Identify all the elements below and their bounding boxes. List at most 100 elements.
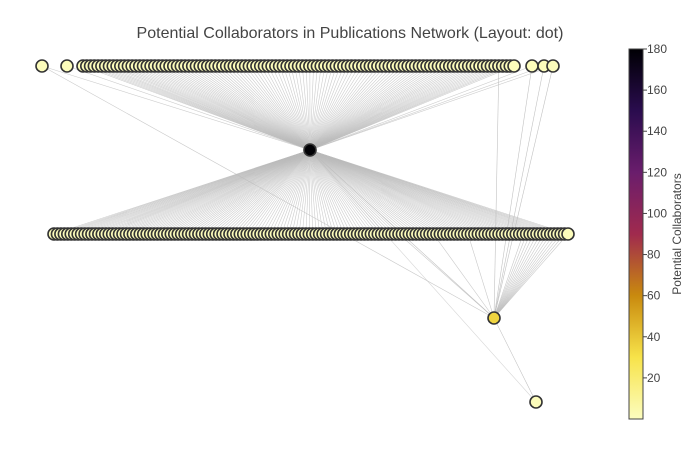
edge [493, 233, 562, 319]
edge [309, 65, 326, 151]
edge [288, 149, 311, 235]
edge [196, 65, 311, 151]
colorbar-tick-label: 100 [647, 206, 667, 220]
edge [309, 149, 324, 235]
edge [298, 65, 311, 151]
colorbar-gradient [628, 48, 644, 420]
edge [205, 149, 311, 235]
edge [309, 149, 334, 235]
edge [493, 65, 545, 319]
edge [493, 233, 565, 319]
edge [309, 149, 351, 235]
edge [309, 149, 372, 235]
edge [178, 149, 311, 235]
edge [309, 65, 364, 151]
edge [295, 149, 311, 235]
top-row-node [35, 59, 49, 73]
edge [309, 149, 382, 235]
edge [245, 65, 311, 151]
edge [171, 149, 311, 235]
edge [309, 149, 434, 235]
edge [309, 149, 407, 235]
edge [294, 65, 311, 151]
edge [309, 149, 413, 235]
edge [195, 149, 311, 235]
edge [283, 65, 311, 151]
edge [243, 149, 311, 235]
edge [309, 65, 401, 151]
edge [398, 233, 495, 319]
edge [305, 65, 311, 151]
edge [229, 149, 311, 235]
edge [309, 65, 533, 151]
edge [309, 65, 413, 151]
edge [309, 149, 569, 235]
secondary-hub-node [487, 311, 501, 325]
edge [309, 65, 450, 151]
edge [309, 149, 317, 235]
edge [222, 149, 311, 235]
edge [309, 65, 398, 151]
edge [260, 149, 311, 235]
edge [309, 65, 428, 151]
edge [286, 65, 311, 151]
edge [309, 149, 431, 235]
edge [309, 65, 356, 151]
edge [202, 149, 311, 235]
edge [308, 149, 311, 235]
edge [309, 149, 438, 235]
edge [493, 233, 531, 319]
edge [309, 149, 389, 235]
bottom-node [529, 395, 543, 409]
edge [226, 65, 311, 151]
edge [309, 65, 390, 151]
edge [493, 233, 555, 319]
edge [309, 149, 379, 235]
edge [166, 65, 311, 151]
edge [240, 149, 311, 235]
edge [309, 149, 338, 235]
edge [493, 233, 558, 319]
top-row-node [60, 59, 74, 73]
edge [309, 65, 348, 151]
edge [309, 65, 337, 151]
edge [184, 149, 311, 235]
edge [309, 65, 515, 151]
edge [309, 65, 424, 151]
edge [249, 65, 311, 151]
edge [200, 65, 311, 151]
edge [188, 65, 311, 151]
edge [267, 149, 311, 235]
colorbar-tick-label: 160 [647, 83, 667, 97]
edge [162, 65, 311, 151]
edge [309, 65, 341, 151]
edge [493, 317, 537, 403]
edge [493, 233, 538, 319]
edge [271, 149, 311, 235]
edge [309, 149, 331, 235]
edge [236, 149, 311, 235]
edge [493, 233, 548, 319]
edge [302, 149, 311, 235]
edge [158, 65, 311, 151]
edge [493, 65, 533, 319]
top-row-node [546, 59, 560, 73]
top-row-node [525, 59, 539, 73]
edge [309, 65, 367, 151]
edge [181, 149, 311, 235]
edge [271, 65, 311, 151]
edge [309, 65, 386, 151]
edge [493, 233, 552, 319]
edge [309, 65, 439, 151]
edge [279, 65, 311, 151]
edge [211, 65, 311, 151]
edge [309, 65, 333, 151]
edge [309, 65, 420, 151]
edge [188, 149, 311, 235]
edge [309, 149, 441, 235]
edge [241, 65, 311, 151]
edge [207, 65, 311, 151]
colorbar-tick-label: 140 [647, 124, 667, 138]
